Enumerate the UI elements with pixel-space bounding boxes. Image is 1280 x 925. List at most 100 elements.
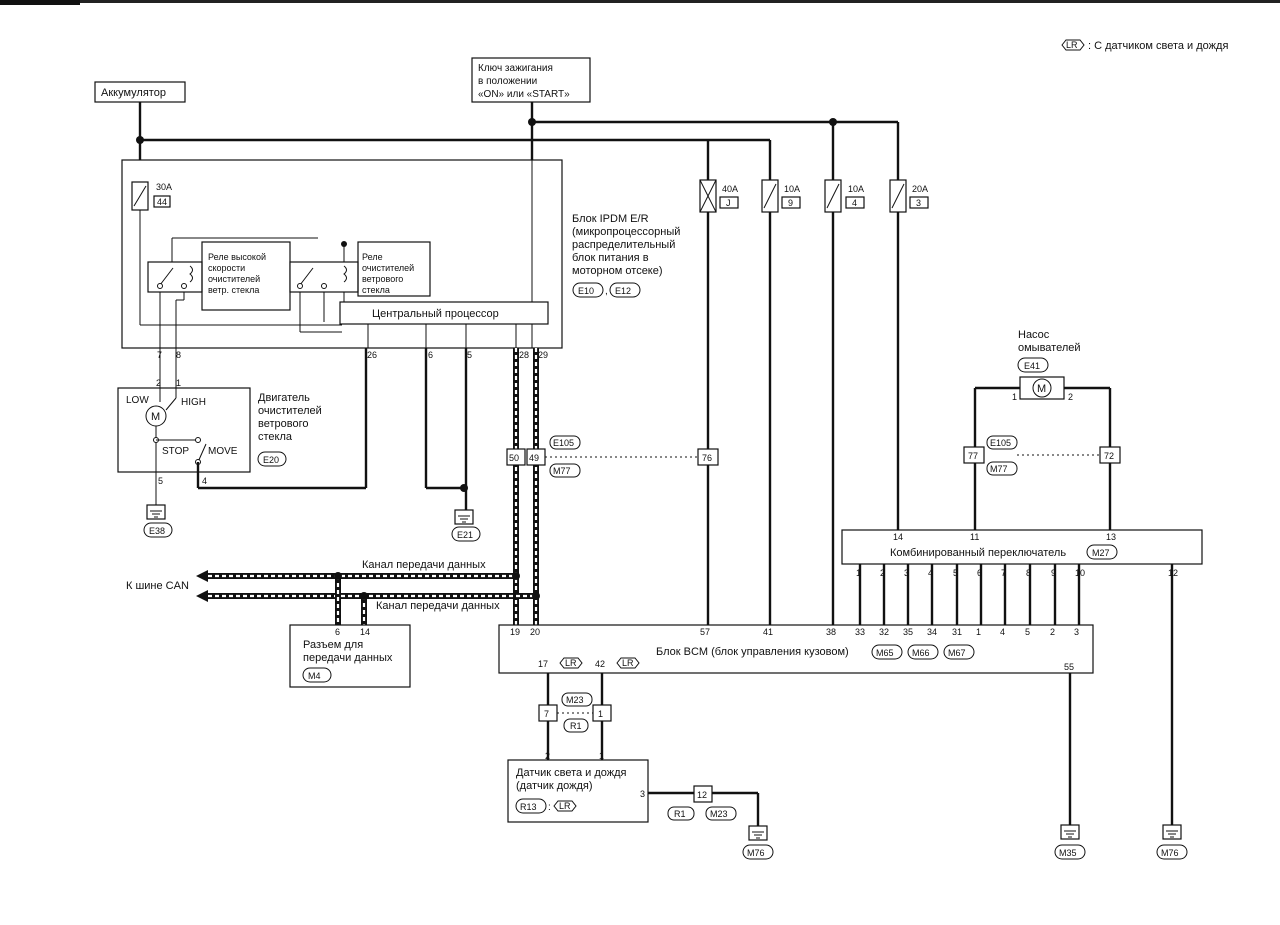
washer-m: M (1037, 383, 1046, 395)
can-line1-label: Канал передачи данных (362, 559, 486, 571)
motor-stop: STOP (162, 446, 189, 457)
sensor-line1: Датчик света и дождя (516, 767, 627, 779)
junction-76-label: 76 (702, 453, 712, 463)
can-line2-label: Канал передачи данных (376, 600, 500, 612)
bcm-combo-pin: 34 (927, 627, 937, 637)
sensor-pin-3: 3 (640, 789, 645, 799)
fuse-main-num: 44 (157, 197, 167, 207)
relay-high-line4: ветр. стекла (208, 285, 259, 295)
motor-line4: стекла (258, 431, 293, 443)
ignition-line3: «ON» или «START» (478, 89, 570, 100)
ignition-line1: Ключ зажигания (478, 63, 553, 74)
ipdm-line4: блок питания в (572, 252, 649, 264)
junction-50 (506, 448, 526, 466)
bcm-pin-38: 38 (826, 627, 836, 637)
combo-bottom-pin: 3 (904, 568, 909, 578)
ground-e38-label: E38 (149, 526, 165, 536)
fuse-main: 30A 44 (131, 181, 172, 211)
bcm-combo-pin: 32 (879, 627, 889, 637)
relay-wiper-line1: Реле (362, 252, 383, 262)
motor-pin-1: 1 (176, 378, 181, 388)
bcm-pin-20: 20 (530, 627, 540, 637)
m23-label-b: M23 (710, 809, 728, 819)
washer-motor-icon (1032, 378, 1052, 398)
combo-bottom-pin: 10 (1075, 568, 1085, 578)
washer-pin-2: 2 (1068, 392, 1073, 402)
ipdm-conn2-pill (609, 282, 641, 298)
ipdm-conn1: E10 (578, 286, 594, 296)
sensor-line2: (датчик дождя) (516, 780, 593, 792)
cpu-label: Центральный процессор (372, 308, 499, 320)
bcm-pin-41: 41 (763, 627, 773, 637)
dlc-line2: передачи данных (303, 652, 393, 664)
junction-72-label: 72 (1104, 451, 1114, 461)
ipdm-line5: моторном отсеке) (572, 265, 663, 277)
combo-bottom-pin: 2 (880, 568, 885, 578)
motor-line1: Двигатель (258, 392, 310, 404)
legend: LR : С датчиком света и дождя (1061, 39, 1228, 52)
combo-pin-11: 11 (970, 532, 979, 542)
combo-bottom-pin: 7 (1001, 568, 1006, 578)
bcm-combo-pin: 4 (1000, 627, 1005, 637)
can-wires (196, 348, 540, 625)
fuse-10a-4: 10A 4 (824, 179, 865, 213)
relay-wiper-line3: ветрового (362, 274, 403, 284)
top-border-thick (0, 0, 80, 5)
combo-switch-box (841, 529, 1203, 565)
junction-m23-1-label: 1 (598, 709, 603, 719)
motor-conn: E20 (263, 455, 279, 465)
legend-badge: LR (1066, 40, 1078, 50)
combo-bottom-pin: 1 (856, 568, 861, 578)
ipdm-pin-6: 6 (428, 350, 433, 360)
fuse-20a: 20A 3 (889, 179, 929, 213)
bcm-combo-pin: 5 (1025, 627, 1030, 637)
relay-high-line2: скорости (208, 263, 245, 273)
ground-m76a-label: M76 (747, 848, 765, 858)
fuse-10a-4-num: 4 (852, 198, 857, 208)
washer-conn: E41 (1024, 361, 1040, 371)
ipdm-conn2: E12 (615, 286, 631, 296)
ipdm-pin-8: 8 (176, 350, 181, 360)
motor-move: MOVE (208, 446, 238, 457)
dlc-pin-6: 6 (335, 627, 340, 637)
top-border (0, 0, 1280, 3)
junction-r1-12 (693, 785, 713, 803)
bcm-combo-pin: 33 (855, 627, 865, 637)
fuse-40a: 40A J (699, 179, 739, 213)
ipdm-box (121, 159, 563, 349)
sensor-badge: LR (559, 801, 571, 811)
ignition-box (471, 57, 591, 103)
bcm-combo-pin: 31 (952, 627, 962, 637)
bcm-pin-42: 42 (595, 659, 605, 669)
combo-bottom-pin: 6 (977, 568, 982, 578)
sensor-conn: R13 (520, 802, 537, 812)
fuse-10a-4-rating: 10A (848, 184, 864, 194)
relay-wiper-line4: стекла (362, 285, 390, 295)
combo-bottom-pin: 4 (928, 568, 933, 578)
ground-m76b-label: M76 (1161, 848, 1179, 858)
e105-label-a: E105 (553, 438, 574, 448)
svg-text:,: , (605, 286, 608, 297)
relay-high-speed: Реле высокой скорости очистителей ветр. … (147, 237, 318, 311)
fuse-10a-9: 10A 9 (761, 179, 801, 213)
bcm-badge-17: LR (565, 658, 577, 668)
legend-text: : С датчиком света и дождя (1088, 40, 1228, 52)
ground-m35: M35 (1054, 824, 1086, 860)
bcm-badge-42: LR (622, 658, 634, 668)
fuse-20a-num: 3 (916, 198, 921, 208)
motor-box (117, 387, 251, 473)
motor-pin-2: 2 (156, 378, 161, 388)
cpu-box (339, 301, 549, 325)
combo-bottom-pin: 5 (953, 568, 958, 578)
junction-76 (697, 448, 719, 466)
junction-77-label: 77 (968, 451, 978, 461)
m23-label-a: M23 (566, 695, 584, 705)
bcm-pin-19: 19 (510, 627, 520, 637)
bcm-pin-57: 57 (700, 627, 710, 637)
ground-e21: E21 (451, 509, 481, 542)
motor-line2: очистителей (258, 405, 322, 417)
ipdm-line1: Блок IPDM E/R (572, 213, 649, 225)
fuse-40a-rating: 40A (722, 184, 738, 194)
motor-m: M (151, 411, 160, 423)
